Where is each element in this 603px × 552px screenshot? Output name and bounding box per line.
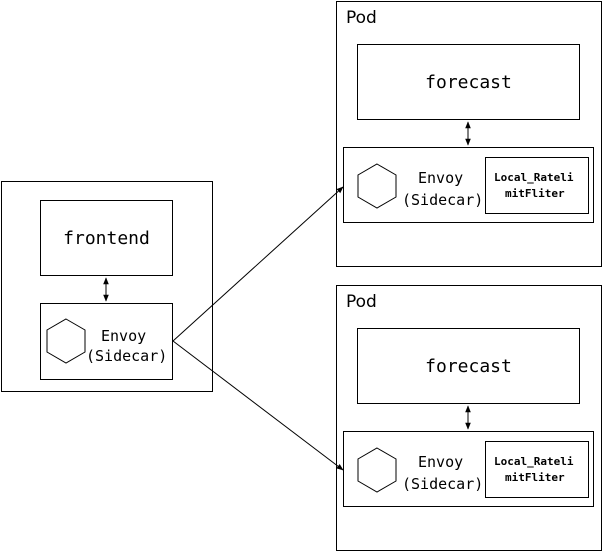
route-arrow-pod-1 (172, 186, 344, 342)
route-arrow-pod-2 (172, 340, 344, 471)
frontend-sidecar-box: Envoy (Sidecar) (40, 303, 173, 380)
hexagon-icon (357, 163, 397, 209)
sidecar-label-line2-1: (Sidecar) (402, 191, 484, 209)
filter-label-line2-2: mitFliter (505, 471, 565, 484)
forecast-service-box-2: forecast (357, 328, 580, 404)
hexagon-icon (357, 447, 397, 493)
rate-limit-filter-box-2: Local_Rateli mitFliter (485, 441, 589, 498)
forecast-service-label-2: forecast (425, 355, 512, 377)
frontend-sidecar-label-line2: (Sidecar) (86, 347, 168, 365)
rate-limit-filter-box-1: Local_Rateli mitFliter (485, 157, 589, 214)
filter-label-line2-1: mitFliter (505, 187, 565, 200)
frontend-service-box: frontend (40, 200, 173, 276)
forecast-service-box-1: forecast (357, 44, 580, 120)
pod-title-2: Pod (346, 292, 377, 312)
frontend-service-label: frontend (63, 227, 150, 249)
pod-title-1: Pod (346, 8, 377, 28)
sidecar-label-line1-1: Envoy (418, 169, 464, 187)
forecast-service-label-1: forecast (425, 71, 512, 93)
sidecar-label-line2-2: (Sidecar) (402, 475, 484, 493)
filter-label-line1-1: Local_Rateli (494, 171, 574, 184)
sidecar-label-line1-2: Envoy (418, 453, 464, 471)
filter-label-line1-2: Local_Rateli (494, 455, 574, 468)
frontend-sidecar-label-line1: Envoy (101, 327, 147, 345)
